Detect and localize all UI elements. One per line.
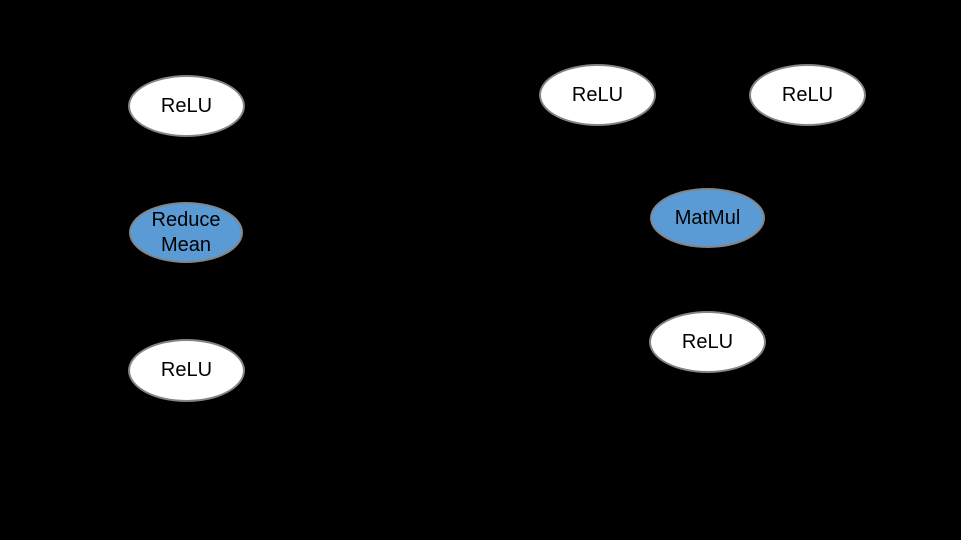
node-label: ReLU	[781, 83, 834, 106]
node-reduce-mean: Reduce Mean	[129, 202, 243, 263]
node-label: ReLU	[160, 359, 213, 381]
node-relu-bottom-right: ReLU	[649, 311, 766, 373]
node-label: ReLU	[571, 83, 624, 106]
node-label: Reduce Mean	[151, 208, 221, 256]
node-relu-top-mid: ReLU	[539, 64, 656, 126]
node-label: ReLU	[160, 94, 213, 117]
node-label: ReLU	[681, 330, 734, 353]
node-matmul: MatMul	[650, 188, 765, 248]
node-label: MatMul	[674, 206, 741, 229]
node-relu-bottom-left: ReLU	[128, 339, 245, 402]
node-relu-top-right: ReLU	[749, 64, 866, 126]
node-relu-top-left: ReLU	[128, 75, 245, 137]
